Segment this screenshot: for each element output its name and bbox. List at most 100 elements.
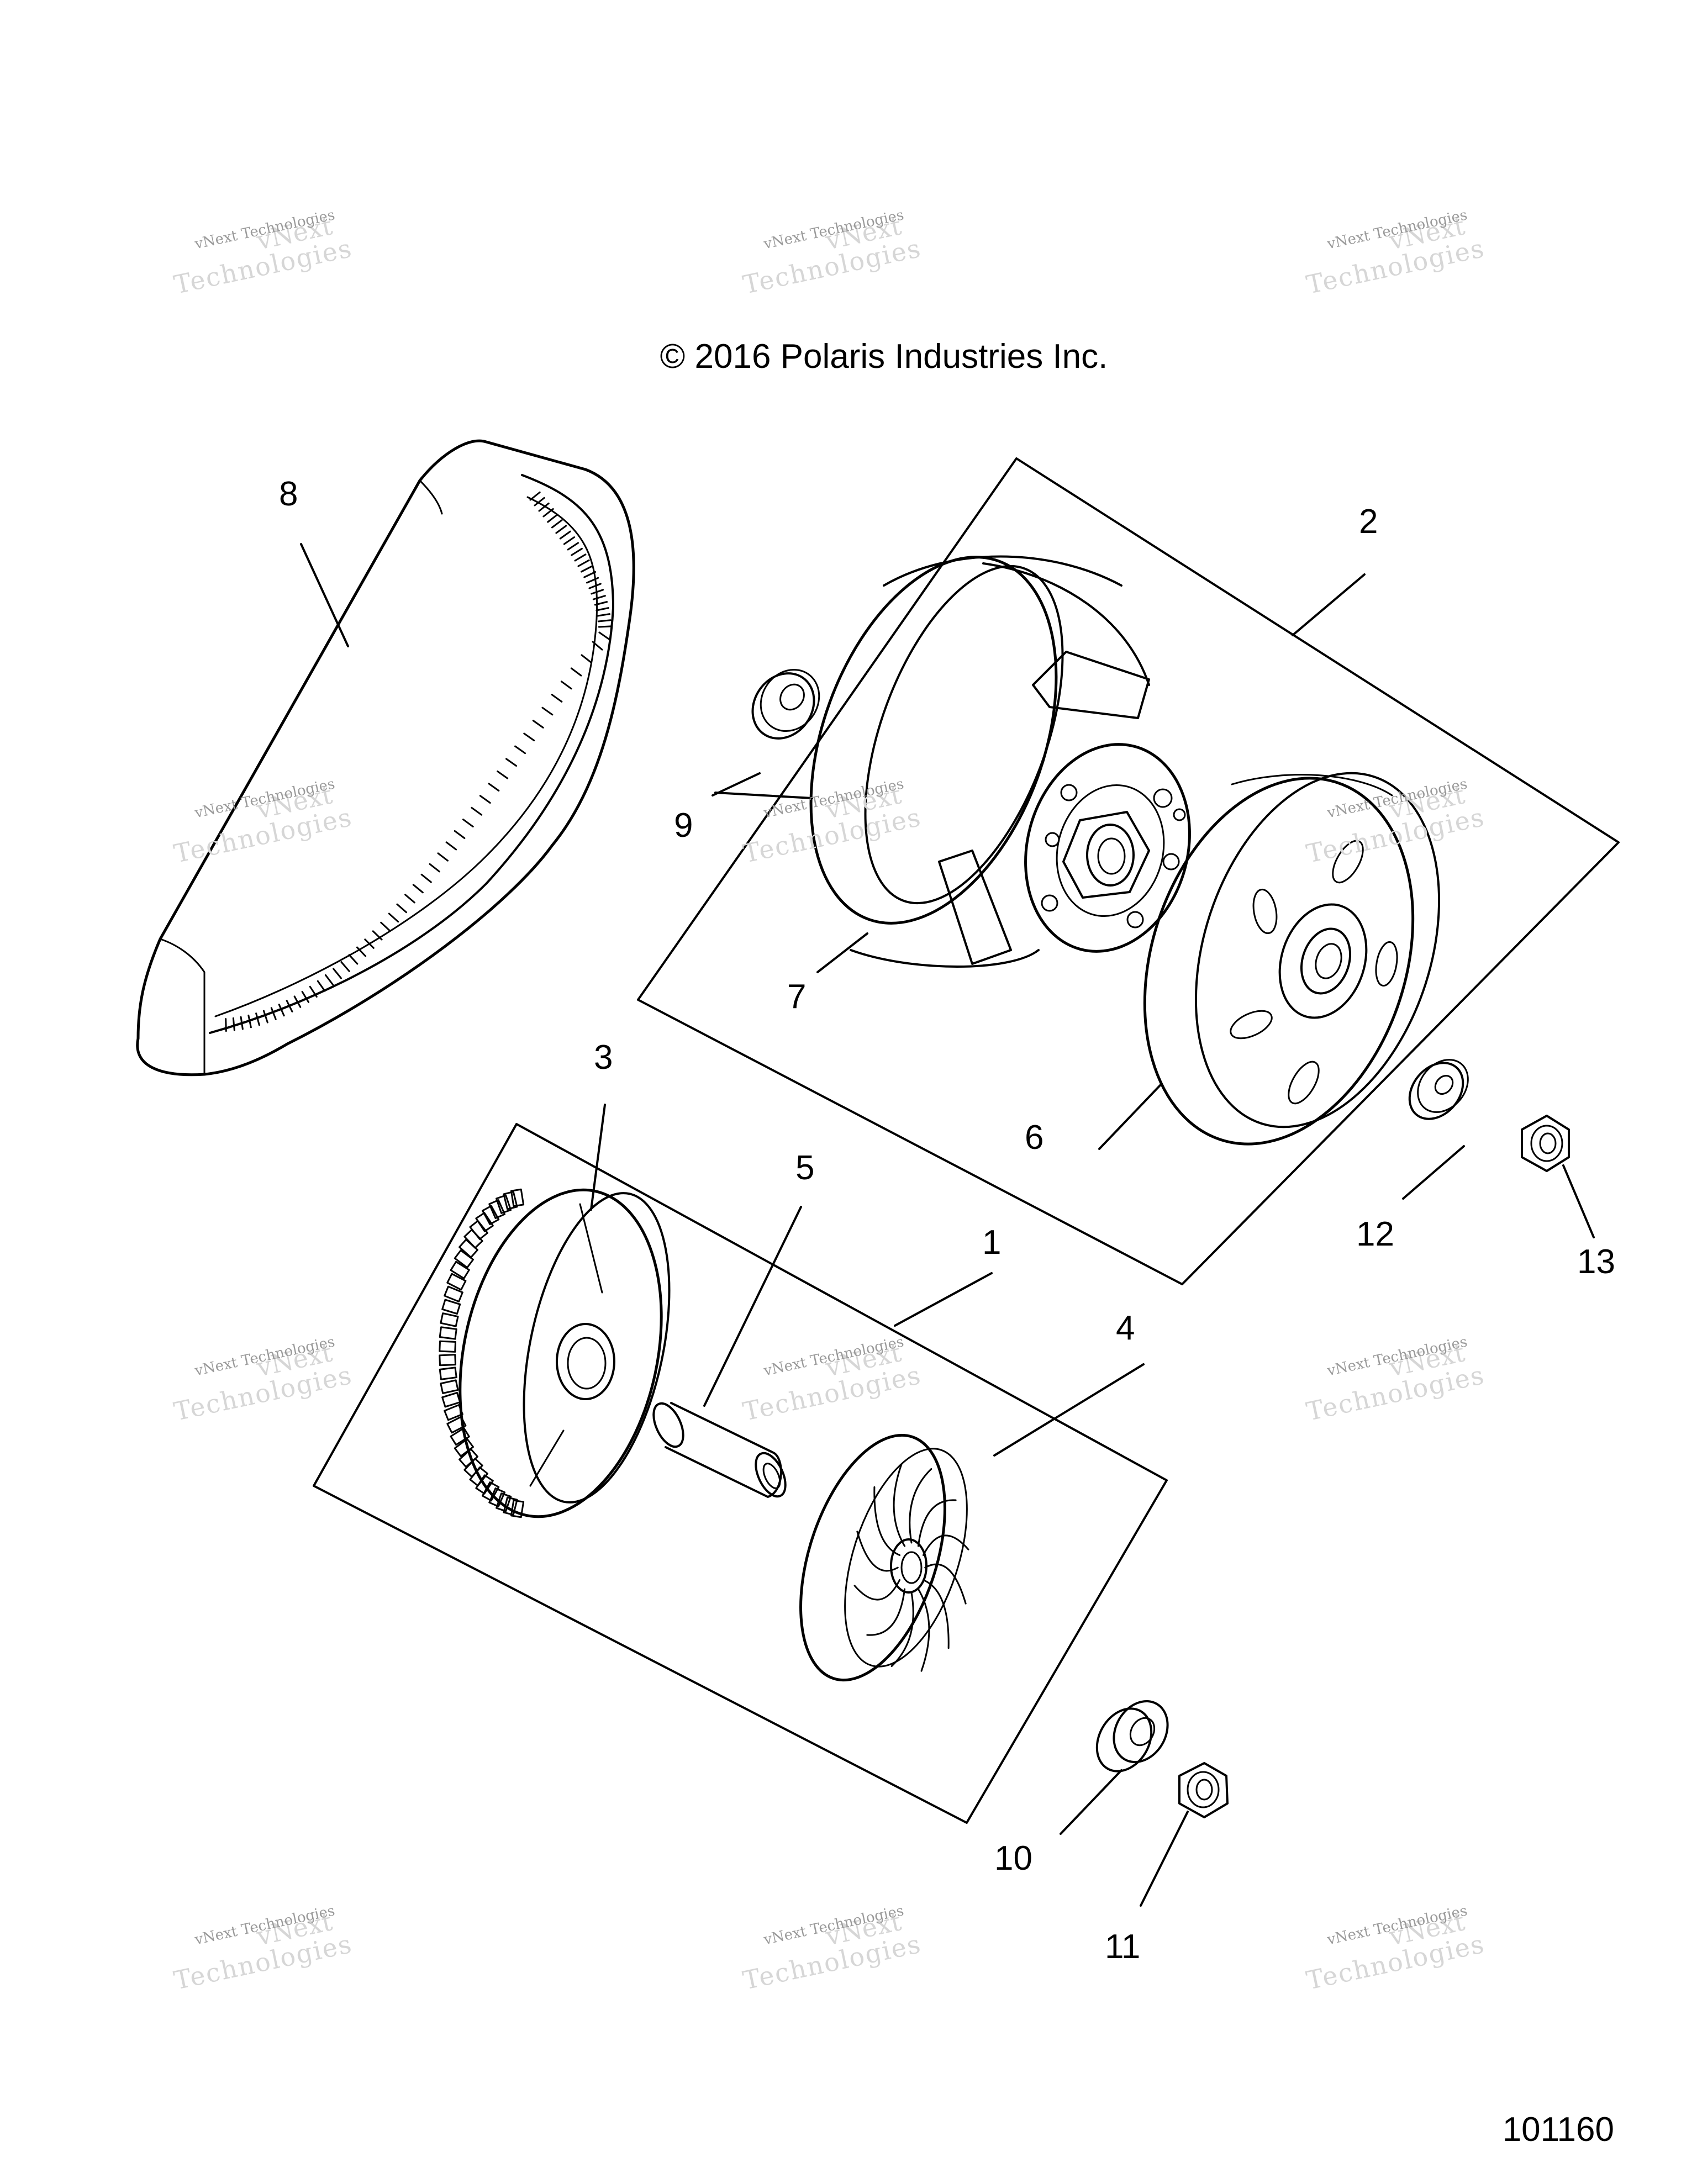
belt-tooth xyxy=(364,938,375,949)
callout-13: 13 xyxy=(1577,1243,1615,1281)
belt-tooth xyxy=(348,954,359,965)
gear-tooth xyxy=(454,1249,475,1269)
belt-tooth xyxy=(581,565,593,573)
belt-tooth xyxy=(555,525,567,534)
gear-tooth xyxy=(475,1212,494,1232)
belt-tooth xyxy=(534,497,545,507)
belt-tooth xyxy=(560,680,572,690)
gear-tooth xyxy=(458,1448,478,1468)
gear-tooth xyxy=(441,1299,461,1315)
belt-tooth xyxy=(278,1004,285,1017)
gear-tooth xyxy=(496,1194,512,1214)
belt-tooth xyxy=(404,894,415,904)
belt-tooth xyxy=(551,519,563,529)
gear-tooth xyxy=(482,1205,500,1225)
fan-blade xyxy=(917,1499,957,1547)
belt-tooth xyxy=(240,1016,244,1030)
belt-tooth xyxy=(574,553,587,562)
belt-tooth xyxy=(333,968,342,979)
gear-tooth xyxy=(446,1416,467,1434)
belt-tooth xyxy=(505,758,517,767)
belt-tooth xyxy=(595,607,609,611)
belt-tooth xyxy=(420,873,432,883)
belt-tooth xyxy=(538,502,550,512)
belt-tooth xyxy=(583,571,597,578)
copyright-notice: © 2016 Polaris Industries Inc. xyxy=(660,337,1108,376)
washer-12 xyxy=(1408,1059,1469,1120)
belt-tooth xyxy=(563,536,575,545)
nut-11 xyxy=(1178,1762,1229,1818)
nut-13 xyxy=(1521,1115,1570,1172)
belt-tooth xyxy=(372,930,383,941)
gear-tooth xyxy=(440,1379,459,1394)
leader-lines xyxy=(300,543,1595,1907)
fan-blade xyxy=(890,1591,914,1667)
belt-tooth xyxy=(356,946,367,957)
belt-tooth xyxy=(592,595,606,600)
belt-tooth xyxy=(581,654,592,664)
belt-tooth xyxy=(591,589,604,595)
gear-tooth xyxy=(488,1487,506,1507)
belt-tooth xyxy=(324,974,334,986)
washer-9 xyxy=(751,669,820,740)
belt-tooth xyxy=(488,783,500,792)
belt-tooth xyxy=(597,619,612,623)
assembly-1-frame xyxy=(313,1123,1168,1824)
belt-tooth xyxy=(567,542,579,551)
gear-tooth xyxy=(454,1438,475,1457)
belt-tooth xyxy=(497,770,509,779)
fan-blade xyxy=(924,1563,967,1605)
belt-tooth xyxy=(570,667,582,677)
belt-tooth xyxy=(471,806,483,816)
gear-tooth xyxy=(510,1188,525,1207)
belt-tooth xyxy=(445,841,457,851)
belt-tooth xyxy=(454,830,466,840)
belt-tooth xyxy=(293,995,302,1008)
clutch-drum-6 xyxy=(1143,772,1441,1146)
belt-tooth xyxy=(523,732,535,742)
gear-tooth xyxy=(482,1481,500,1502)
gear-tooth xyxy=(450,1260,470,1279)
fan-blade xyxy=(853,1579,901,1601)
callout-3: 3 xyxy=(594,1038,613,1077)
callout-7: 7 xyxy=(787,978,806,1016)
gear-tooth xyxy=(503,1191,518,1210)
gear-tooth xyxy=(488,1199,506,1220)
callout-labels: 1 2 3 4 5 6 7 8 9 10 11 12 13 xyxy=(279,475,1615,1966)
belt-tooth xyxy=(514,745,526,755)
belt-tooth xyxy=(577,559,590,567)
belt-tooth xyxy=(301,990,310,1003)
gear-tooth xyxy=(496,1492,512,1512)
fan-blade xyxy=(866,1588,906,1636)
gear-tooth xyxy=(440,1312,459,1327)
belt-tooth xyxy=(429,863,440,873)
belt-tooth xyxy=(541,706,554,716)
belt-tooth xyxy=(309,985,318,998)
belt-tooth xyxy=(588,583,602,589)
callout-6: 6 xyxy=(1025,1119,1044,1157)
fan-face-4 xyxy=(799,1433,969,1682)
belt-tooth xyxy=(255,1012,260,1026)
belt-tooth xyxy=(247,1014,252,1028)
gear-tooth xyxy=(446,1273,467,1291)
belt-tooth xyxy=(262,1010,268,1024)
callout-9: 9 xyxy=(674,806,693,845)
gear-tooth xyxy=(439,1354,457,1367)
belt-tooth xyxy=(547,514,558,523)
belt-tooth xyxy=(598,625,612,628)
belt-tooth xyxy=(380,921,391,932)
gear-tooth xyxy=(450,1427,470,1446)
gear-tooth xyxy=(439,1326,457,1340)
callout-2: 2 xyxy=(1359,503,1378,541)
fan-blade xyxy=(922,1534,969,1556)
belt-tooth xyxy=(317,980,326,992)
belt-tooth xyxy=(437,852,449,862)
spacer-10 xyxy=(1095,1700,1169,1772)
belt-tooth xyxy=(340,961,350,972)
belt-tooth xyxy=(592,641,603,651)
gear-tooth xyxy=(441,1391,461,1408)
drive-face-3 xyxy=(439,1188,671,1518)
driven-clutch-7 xyxy=(809,555,1191,968)
gear-tooth xyxy=(439,1340,457,1353)
